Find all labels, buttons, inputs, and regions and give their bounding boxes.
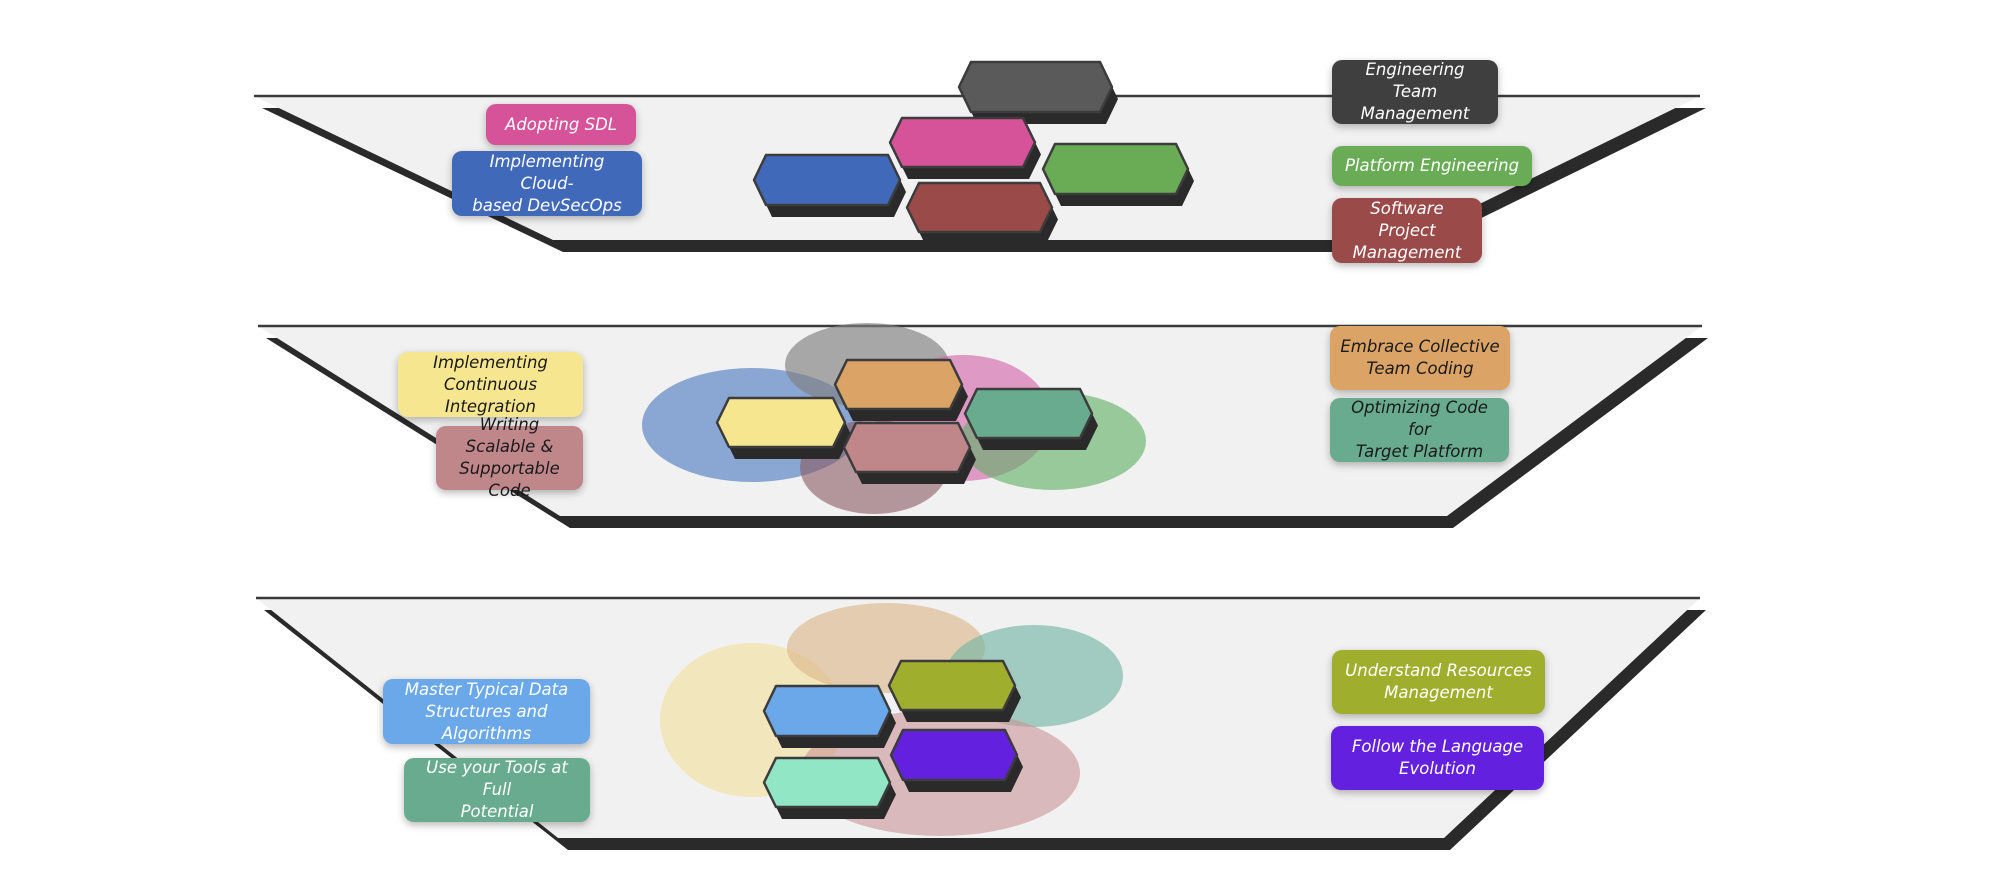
- pill-label-line1: Follow the Language: [1351, 737, 1524, 756]
- hexagon-middle-rose: [842, 421, 972, 474]
- hexagon-top-pink: [888, 116, 1037, 169]
- pill-tools-full-potential[interactable]: Use your Tools at Full Potential: [404, 758, 590, 822]
- pill-label-line1: Use your Tools at Full: [426, 758, 568, 799]
- pill-label-line2: Management: [1384, 683, 1493, 702]
- pill-scalable-code[interactable]: Writing Scalable & Supportable Code: [436, 415, 583, 500]
- pill-label-line2: Target Platform: [1355, 442, 1484, 461]
- pill-label-line2: Continuous Integration: [443, 374, 538, 416]
- pill-language-evolution[interactable]: Follow the Language Evolution: [1331, 726, 1544, 790]
- pill-label-line2: Supportable Code: [459, 459, 560, 500]
- pill-label-line1: Implementing Cloud-: [489, 151, 605, 193]
- pill-optimizing-code[interactable]: Optimizing Code for Target Platform: [1330, 398, 1509, 462]
- pill-label-line1: Master Typical Data: [404, 679, 569, 699]
- pill-label-line1: Optimizing Code for: [1351, 398, 1488, 439]
- pill-label-line2: Structures and Algorithms: [425, 701, 548, 743]
- pill-label-line2: Potential: [460, 802, 534, 821]
- hexagon-middle-yellow: [715, 396, 847, 449]
- pill-label-line1: Understand Resources: [1345, 661, 1532, 680]
- pill-platform-engineering[interactable]: Platform Engineering: [1332, 146, 1532, 186]
- pill-label-line1: Implementing: [433, 352, 548, 372]
- hexagon-top-gray: [957, 60, 1114, 114]
- hexagon-top-blue: [752, 153, 902, 207]
- pill-collective-team-coding[interactable]: Embrace Collective Team Coding: [1330, 326, 1510, 390]
- hexagon-top-green: [1041, 142, 1190, 196]
- pill-engineering-team-management[interactable]: Engineering Team Management: [1332, 60, 1498, 124]
- pill-label: Platform Engineering: [1344, 156, 1520, 175]
- hexagon-middle-orange: [833, 358, 964, 411]
- pill-data-structures[interactable]: Master Typical Data Structures and Algor…: [383, 679, 590, 744]
- pill-resources-management[interactable]: Understand Resources Management: [1332, 650, 1545, 714]
- hexagon-bottom-mint: [762, 756, 892, 809]
- pill-label-line2: Management: [1360, 104, 1470, 123]
- hexagon-bottom-olive: [887, 659, 1017, 712]
- pill-label-line2: Evolution: [1399, 759, 1476, 778]
- pill-adopting-sdl[interactable]: Adopting SDL: [486, 104, 636, 145]
- pill-label: Adopting SDL: [505, 114, 617, 134]
- pill-label-line2: Management: [1352, 242, 1462, 262]
- pill-continuous-integration[interactable]: Implementing Continuous Integration: [398, 352, 583, 417]
- hexagon-top-red: [905, 181, 1054, 234]
- pill-software-project-management[interactable]: Software Project Management: [1332, 198, 1482, 263]
- hexagon-middle-teal: [963, 387, 1094, 440]
- pill-label-line1: Software Project: [1370, 198, 1444, 240]
- pill-label-line2: based DevSecOps: [472, 195, 622, 215]
- pill-label-line1: Embrace Collective: [1340, 337, 1500, 356]
- pill-cloud-devsecops[interactable]: Implementing Cloud- based DevSecOps: [452, 151, 642, 216]
- pill-label-line1: Engineering Team: [1365, 60, 1465, 101]
- pill-label-line2: Team Coding: [1366, 359, 1474, 378]
- hexagon-bottom-blue: [762, 684, 892, 738]
- pill-label-line1: Writing Scalable &: [465, 415, 554, 456]
- hexagon-bottom-purple: [889, 728, 1019, 782]
